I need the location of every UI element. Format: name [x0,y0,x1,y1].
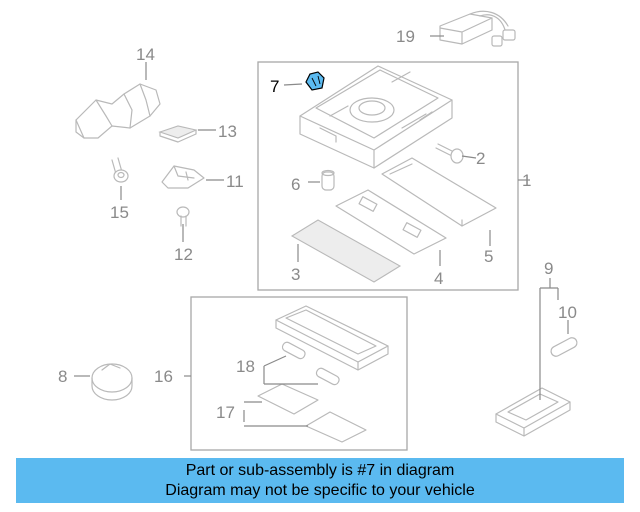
callout-10[interactable]: 10 [558,303,577,322]
part-12-screw[interactable] [176,206,190,227]
leader-lines [74,35,569,427]
callout-13[interactable]: 13 [218,122,237,141]
part-11-clip[interactable] [161,165,205,189]
part-9-lamp[interactable] [495,387,571,437]
callout-7-highlighted[interactable]: 7 [270,77,279,96]
callout-4[interactable]: 4 [434,269,443,288]
assembly-box-16 [190,296,408,451]
callout-3[interactable]: 3 [291,265,300,284]
assembly-box-1 [257,61,519,291]
part-2-bolt[interactable] [435,143,464,164]
part-15-screw[interactable] [111,157,129,183]
callout-14[interactable]: 14 [136,45,155,64]
part-6-pin[interactable] [321,169,335,191]
part-19-connector[interactable] [439,10,516,47]
callout-18[interactable]: 18 [236,357,255,376]
part-5-panel[interactable] [381,157,497,227]
banner-part-note: Part or sub-assembly is #7 in diagram [185,462,455,479]
callout-19[interactable]: 19 [396,27,415,46]
callout-16[interactable]: 16 [154,367,173,386]
callout-9[interactable]: 9 [544,259,553,278]
part-18-bulbs[interactable] [281,341,340,386]
callout-5[interactable]: 5 [484,247,493,266]
part-7-highlighted[interactable] [305,71,325,91]
callout-17[interactable]: 17 [216,403,235,422]
callout-11[interactable]: 11 [226,172,244,191]
part-16-lamp-housing[interactable] [275,305,389,371]
callout-8[interactable]: 8 [58,367,67,386]
callout-12[interactable]: 12 [174,245,193,264]
callout-6[interactable]: 6 [291,175,300,194]
part-1-console-housing[interactable] [299,65,453,169]
callout-1[interactable]: 1 [522,171,531,190]
banner-disclaimer: Diagram may not be specific to your vehi… [165,482,475,499]
part-8-knob[interactable] [91,363,133,401]
info-banner: Part or sub-assembly is #7 in diagram Di… [16,458,624,503]
callout-2[interactable]: 2 [476,149,485,168]
part-13-pad[interactable] [158,125,198,143]
part-3-pad[interactable] [290,219,402,283]
part-14-bracket[interactable] [75,83,161,139]
callout-15[interactable]: 15 [110,203,129,222]
callout-labels: 1 2 3 4 5 6 7 8 9 10 11 12 13 14 15 16 1… [58,27,577,422]
part-4-panel[interactable] [335,189,447,255]
part-17-lens-pieces[interactable] [257,383,367,443]
part-10-bulb[interactable] [549,336,578,358]
